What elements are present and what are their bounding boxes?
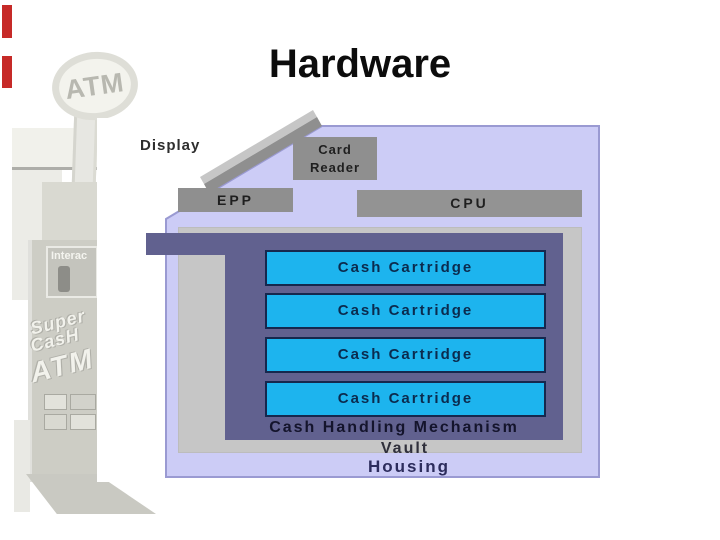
interac-label: Interac <box>51 250 88 262</box>
card-reader-label: Card Reader <box>309 142 361 175</box>
atm-photo: ATM Interac Super CasH ATM <box>0 40 170 520</box>
atm-base-leg <box>14 420 30 512</box>
red-accent-bar-bottom <box>2 56 12 88</box>
card-reader-box: Card Reader <box>293 137 377 180</box>
atm-sticker <box>70 414 96 430</box>
atm-sticker <box>70 394 96 410</box>
display-strip-highlight <box>200 110 317 184</box>
page-title: Hardware <box>268 42 452 86</box>
vault-label: Vault <box>380 440 430 457</box>
atm-sticker <box>44 414 67 430</box>
display-label: Display <box>140 137 201 154</box>
mechanism-label: Cash Handling Mechanism <box>269 419 519 436</box>
cash-handling-mechanism-box: Cash Cartridge Cash Cartridge Cash Cartr… <box>225 233 563 440</box>
display-strip <box>204 117 322 193</box>
cpu-box: CPU <box>357 190 582 217</box>
atm-machine-top <box>42 182 98 244</box>
cash-cartridge-box: Cash Cartridge <box>265 337 546 373</box>
housing-label: Housing <box>368 457 450 476</box>
mechanism-arm <box>146 233 240 255</box>
atm-interac-panel: Interac <box>46 246 98 298</box>
atm-sticker <box>44 394 67 410</box>
cash-cartridge-box: Cash Cartridge <box>265 381 546 417</box>
cash-cartridge-box: Cash Cartridge <box>265 250 546 286</box>
red-accent-bar-top <box>2 5 12 38</box>
interac-figure-icon <box>58 266 70 292</box>
cash-cartridge-box: Cash Cartridge <box>265 293 546 329</box>
epp-box: EPP <box>178 188 293 212</box>
